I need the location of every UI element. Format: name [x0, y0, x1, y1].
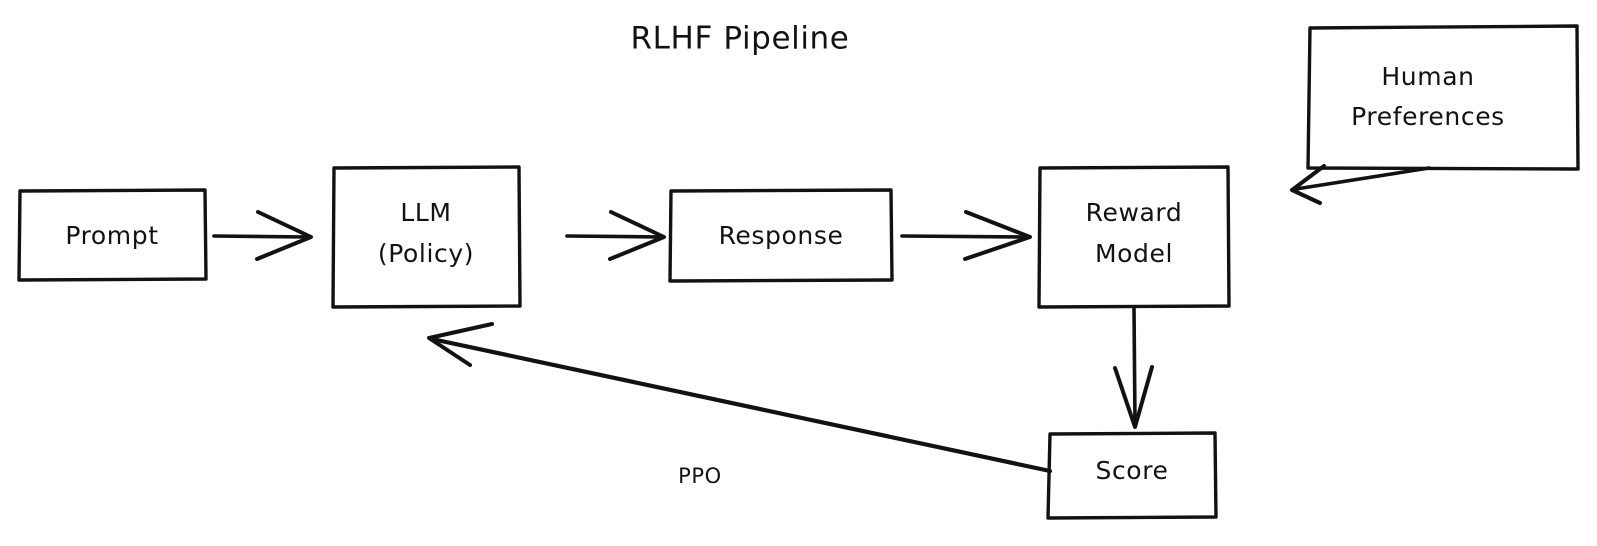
edge-reward-model-to-score-line	[1132, 306, 1137, 426]
diagram-title: RLHF Pipeline	[631, 21, 850, 57]
edge-response-to-reward-model-line	[900, 234, 1030, 239]
edge-score-to-llm-arrowhead	[427, 322, 494, 367]
edge-prompt-to-llm	[212, 210, 313, 261]
node-human-preferences-label-line1: Human	[1381, 62, 1474, 91]
node-reward-model[interactable]: Reward Model	[1037, 165, 1231, 309]
node-response-label: Response	[719, 221, 844, 250]
node-human-preferences[interactable]: Human Preferences	[1306, 24, 1580, 171]
edge-score-to-llm-label: PPO	[678, 464, 722, 488]
edge-prompt-to-llm-arrowhead	[255, 210, 313, 261]
edge-llm-to-response-arrowhead	[608, 210, 666, 261]
edge-response-to-reward-model-arrowhead	[963, 210, 1032, 261]
edge-prompt-to-llm-line	[212, 234, 311, 239]
edge-reward-model-to-score	[1113, 306, 1154, 429]
node-llm[interactable]: LLM (Policy)	[331, 165, 522, 309]
edge-llm-to-response	[565, 210, 666, 261]
node-score-box	[1046, 431, 1218, 520]
edge-response-to-reward-model	[900, 210, 1032, 261]
node-response[interactable]: Response	[668, 188, 894, 283]
node-prompt-box	[17, 188, 208, 282]
edge-human-preferences-to-reward-model-line	[1294, 166, 1431, 191]
edge-human-preferences-to-reward-model-arrowhead	[1290, 164, 1326, 205]
node-llm-label-line1: LLM	[400, 198, 451, 227]
node-prompt[interactable]: Prompt	[17, 188, 208, 282]
node-prompt-label: Prompt	[65, 221, 158, 250]
edge-llm-to-response-line	[565, 234, 664, 239]
node-reward-model-label-line1: Reward	[1086, 198, 1183, 227]
node-human-preferences-box	[1306, 24, 1580, 171]
node-score[interactable]: Score	[1046, 431, 1218, 520]
node-score-label: Score	[1095, 456, 1168, 485]
edge-score-to-llm-line	[429, 336, 1053, 474]
node-human-preferences-label-line2: Preferences	[1351, 102, 1505, 131]
node-llm-label-line2: (Policy)	[378, 239, 474, 268]
node-reward-model-box	[1037, 165, 1231, 309]
node-reward-model-label-line2: Model	[1095, 239, 1173, 268]
node-response-box	[668, 188, 894, 283]
edge-human-preferences-to-reward-model	[1290, 164, 1431, 205]
node-llm-box	[331, 165, 522, 309]
edge-reward-model-to-score-arrowhead	[1113, 365, 1154, 429]
edge-score-to-llm: PPO	[427, 322, 1053, 488]
